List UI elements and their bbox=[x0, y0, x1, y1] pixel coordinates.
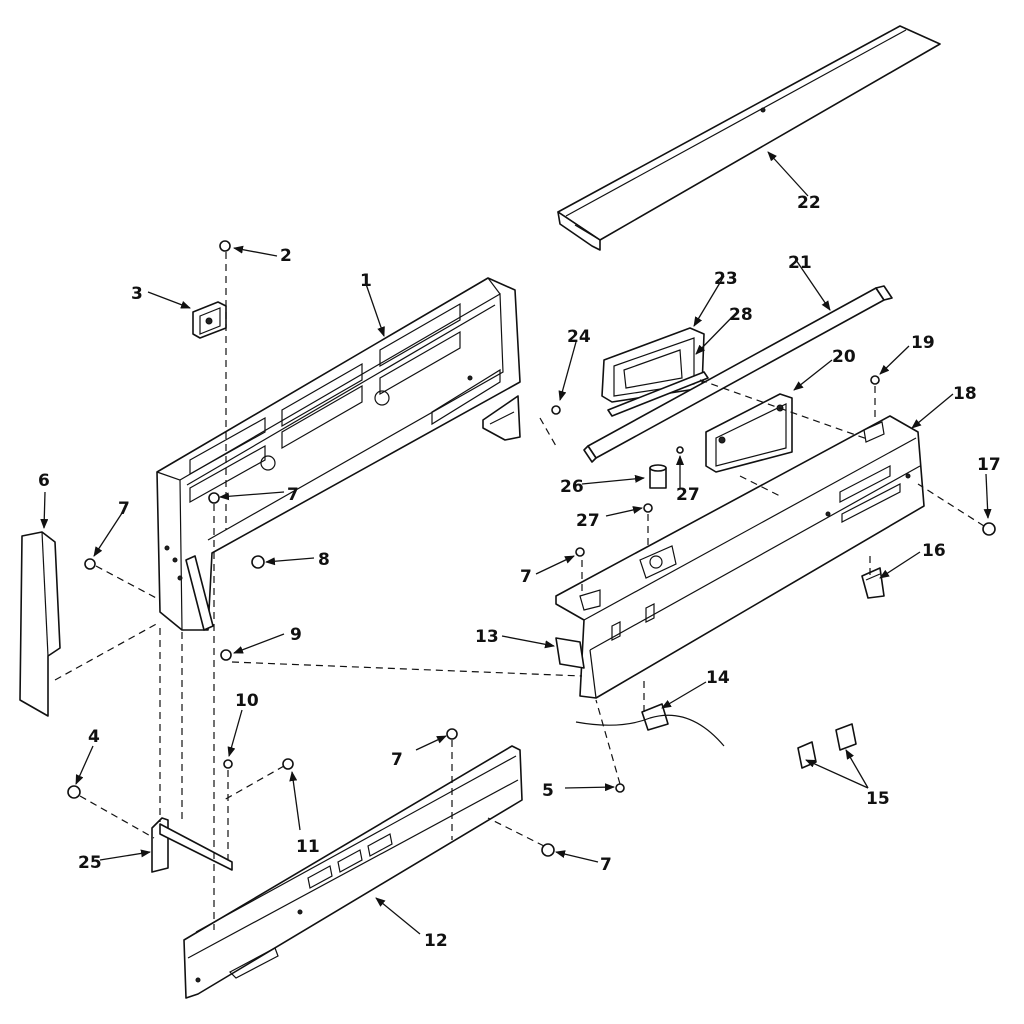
callout-21: 21 bbox=[788, 253, 812, 273]
part-16-clip bbox=[861, 567, 885, 599]
part-14-wire-clip bbox=[575, 703, 725, 747]
part-25-bracket bbox=[151, 817, 233, 873]
callout-5: 5 bbox=[542, 781, 554, 801]
callout-3: 3 bbox=[131, 284, 143, 304]
part-13-tab bbox=[555, 637, 585, 669]
callout-11: 11 bbox=[296, 837, 320, 857]
callout-13: 13 bbox=[475, 627, 499, 647]
callout-18: 18 bbox=[953, 384, 977, 404]
callout-7d: 7 bbox=[391, 750, 403, 770]
callout-20: 20 bbox=[832, 347, 856, 367]
callout-10: 10 bbox=[235, 691, 259, 711]
callout-6: 6 bbox=[38, 471, 50, 491]
callout-14: 14 bbox=[706, 668, 730, 688]
callout-27b: 27 bbox=[576, 511, 600, 531]
callout-4: 4 bbox=[88, 727, 100, 747]
part-15-switches bbox=[797, 723, 857, 769]
leader-arrows bbox=[40, 151, 992, 935]
callout-28: 28 bbox=[729, 305, 753, 325]
callout-26: 26 bbox=[560, 477, 584, 497]
callout-1: 1 bbox=[360, 271, 372, 291]
callout-12: 12 bbox=[424, 931, 448, 951]
part-18-control-panel bbox=[555, 415, 925, 699]
callout-25: 25 bbox=[78, 853, 102, 873]
part-6-end-panel bbox=[19, 531, 61, 717]
part-20-switch-block bbox=[705, 393, 793, 473]
callout-17: 17 bbox=[977, 455, 1001, 475]
callout-23: 23 bbox=[714, 269, 738, 289]
callout-16: 16 bbox=[922, 541, 946, 561]
callout-22: 22 bbox=[797, 193, 821, 213]
part-21-fluorescent-tube bbox=[583, 285, 893, 463]
part-12-lower-trim bbox=[183, 745, 523, 999]
callout-7c: 7 bbox=[520, 567, 532, 587]
callout-labels: 1 2 3 4 5 6 7 7 7 7 7 8 9 10 11 12 13 14… bbox=[38, 193, 1001, 951]
callout-7e: 7 bbox=[600, 855, 612, 875]
part-28-lens bbox=[607, 371, 709, 417]
callout-7b: 7 bbox=[118, 499, 130, 519]
fasteners bbox=[67, 240, 996, 857]
part-1-backguard-frame bbox=[156, 277, 521, 631]
callout-9: 9 bbox=[290, 625, 302, 645]
callout-15: 15 bbox=[866, 789, 890, 809]
callout-7a: 7 bbox=[287, 485, 299, 505]
callout-2: 2 bbox=[280, 246, 292, 266]
assembly-lines bbox=[54, 252, 985, 930]
part-22-trim-cap bbox=[557, 25, 941, 251]
part-26-knob bbox=[649, 464, 667, 489]
callout-19: 19 bbox=[911, 333, 935, 353]
callout-8: 8 bbox=[318, 550, 330, 570]
callout-24: 24 bbox=[567, 327, 591, 347]
part-3-clip bbox=[192, 301, 227, 339]
callout-27a: 27 bbox=[676, 485, 700, 505]
